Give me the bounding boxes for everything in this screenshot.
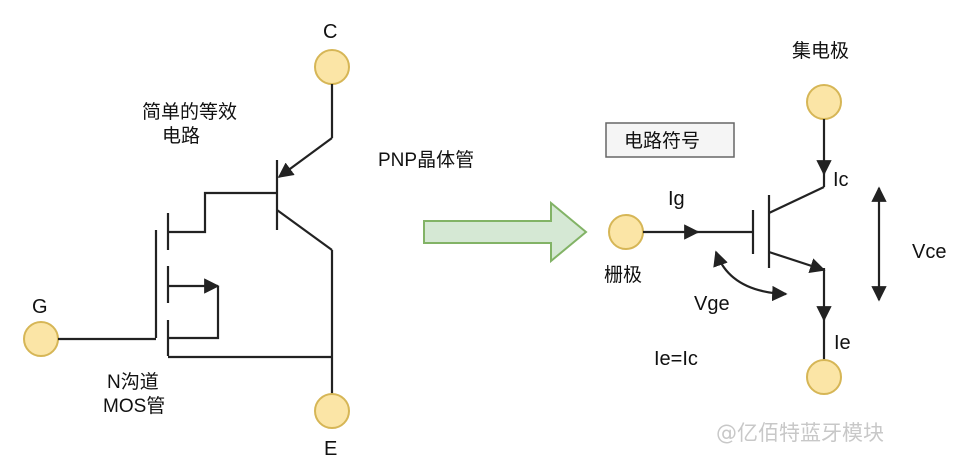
current-relation: Ie=Ic: [654, 348, 698, 370]
terminal-c: [314, 49, 350, 85]
ic-label: Ic: [833, 169, 849, 191]
watermark: @亿佰特蓝牙模块: [716, 421, 884, 445]
ie-label: Ie: [834, 332, 851, 354]
terminal-e: [314, 393, 350, 429]
collector-diag: [768, 186, 825, 214]
mos-body-to-source: [168, 286, 220, 340]
collector-label: 集电极: [792, 40, 849, 62]
ig-label: Ig: [668, 188, 685, 210]
symbol-box: [605, 122, 735, 158]
symbol-box-label: 电路符号: [624, 130, 700, 152]
pnp-collector-diag: [276, 209, 333, 251]
vge-arrow: [713, 250, 788, 302]
circuit-symbol: 电路符号 集电极 Ic Ig 栅极 Ie Vge Vce Ie=Ic: [604, 40, 946, 395]
transform-arrow: [423, 200, 588, 264]
equivalent-circuit-title-line2: 电路: [162, 125, 200, 147]
vce-label: Vce: [912, 241, 946, 263]
collector-terminal: [806, 84, 842, 120]
pnp-emitter-arrow: [277, 137, 333, 178]
equivalent-circuit: 简单的等效 电路 C PNP晶体管 G N沟道 MOS管 E: [23, 21, 474, 460]
vge-label: Vge: [694, 293, 730, 315]
terminal-g: [23, 321, 59, 357]
equivalent-circuit-title-line1: 简单的等效: [142, 101, 237, 123]
pnp-label: PNP晶体管: [378, 149, 474, 171]
mos-drain-to-base: [168, 191, 277, 234]
terminal-e-label: E: [324, 438, 337, 460]
terminal-c-label: C: [323, 21, 337, 43]
emitter-terminal: [806, 359, 842, 395]
gate-terminal: [608, 214, 644, 250]
mos-label-line2: MOS管: [103, 395, 165, 417]
gate-label: 栅极: [604, 264, 642, 286]
terminal-g-label: G: [32, 296, 48, 318]
emitter-diag-arrow: [768, 250, 826, 274]
mos-label-line1: N沟道: [107, 371, 159, 393]
